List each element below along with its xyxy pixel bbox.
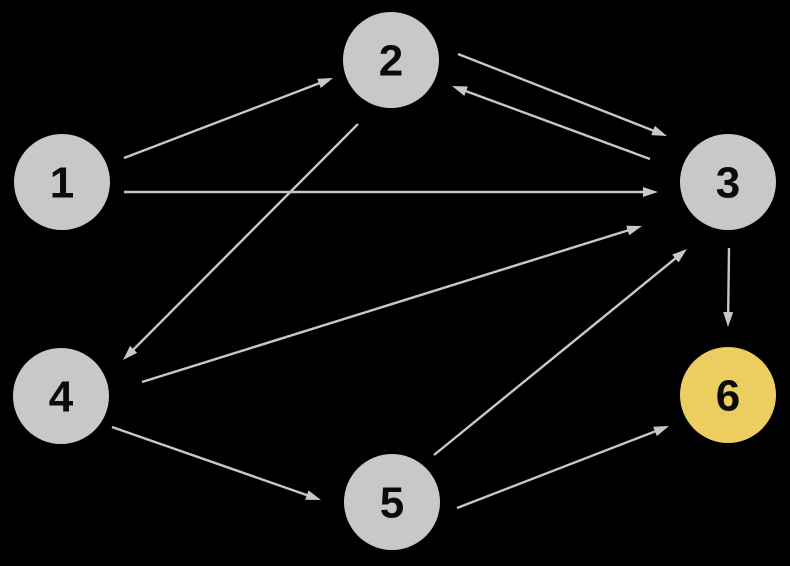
edge-line (111, 425, 310, 497)
edge-1-3 (124, 187, 658, 197)
edge-2-3 (457, 52, 667, 136)
edge-5-3 (433, 249, 687, 456)
edge-arrowhead-icon (123, 345, 138, 360)
node-label: 4 (49, 372, 74, 421)
edge-line (131, 123, 359, 352)
node-circle (13, 348, 109, 444)
edge-arrowhead-icon (643, 187, 658, 197)
edge-5-6 (456, 426, 669, 510)
node-label: 3 (716, 158, 740, 207)
edge-arrowhead-icon (653, 426, 669, 437)
node-1: 1 (14, 134, 110, 230)
edge-line (123, 81, 322, 160)
edge-arrowhead-icon (651, 125, 667, 136)
node-label: 2 (379, 36, 403, 85)
edge-1-2 (123, 78, 333, 160)
edge-arrowhead-icon (317, 78, 333, 89)
node-6: 6 (680, 347, 776, 443)
edge-arrowhead-icon (452, 86, 468, 96)
edge-line (433, 256, 678, 456)
edge-line (456, 429, 658, 510)
edge-3-6 (723, 247, 734, 327)
edge-arrowhead-icon (723, 311, 734, 327)
node-label: 5 (380, 478, 404, 527)
node-3: 3 (680, 134, 776, 230)
edge-arrowhead-icon (672, 249, 687, 263)
node-circle (680, 134, 776, 230)
node-circle-highlighted (680, 347, 776, 443)
node-2: 2 (343, 12, 439, 108)
node-label: 1 (50, 158, 74, 207)
node-label: 6 (716, 371, 740, 420)
node-circle (344, 454, 440, 550)
node-5: 5 (344, 454, 440, 550)
edge-arrowhead-icon (305, 490, 321, 500)
edge-4-3 (141, 225, 642, 384)
edge-2-4 (123, 123, 359, 360)
node-circle (14, 134, 110, 230)
edge-line (726, 247, 731, 315)
edge-3-2 (452, 86, 651, 161)
edge-line (141, 228, 630, 384)
edge-line (457, 52, 656, 133)
edge-4-5 (111, 425, 321, 500)
node-4: 4 (13, 348, 109, 444)
node-circle (343, 12, 439, 108)
edge-arrowhead-icon (626, 225, 642, 236)
edge-line (463, 89, 651, 161)
